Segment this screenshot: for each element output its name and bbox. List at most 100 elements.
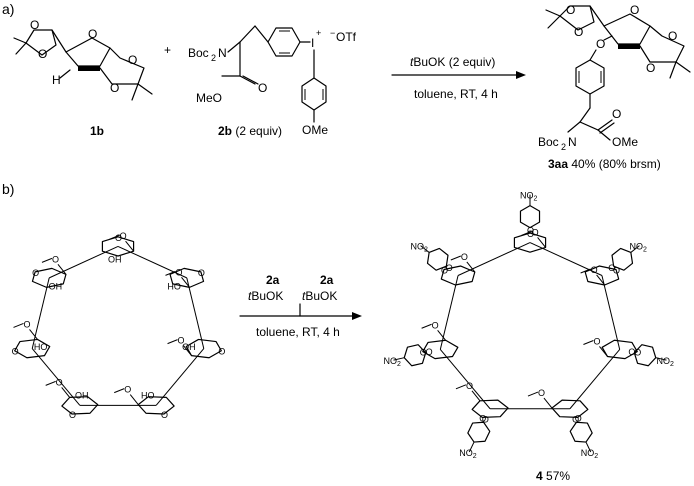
aryl-ether-oxygen: O bbox=[608, 263, 615, 273]
c-n-bond bbox=[393, 357, 405, 361]
nitro-group: NO2 bbox=[520, 191, 538, 203]
glycosidic-link bbox=[155, 348, 205, 406]
arrow-b-reagent2-compound: 2a bbox=[320, 273, 334, 287]
panel-b-label: b) bbox=[2, 181, 14, 197]
nitrophenyl-ring bbox=[569, 421, 593, 443]
glycosidic-link bbox=[31, 348, 81, 406]
svg-text:Boc: Boc bbox=[538, 135, 559, 149]
svg-text:O: O bbox=[574, 25, 583, 39]
ring-oxygen: O bbox=[420, 348, 427, 358]
glucose-ring bbox=[513, 232, 547, 253]
nitrophenyl-ring bbox=[633, 344, 657, 367]
methyl-bond bbox=[521, 230, 532, 236]
methyl-bond bbox=[114, 388, 125, 394]
aryl-ether-oxygen: O bbox=[426, 347, 433, 357]
nitrophenyl-ring bbox=[403, 344, 427, 367]
glucose-ring bbox=[169, 267, 205, 288]
reactant-2b-structure: Boc 2 N O MeO I + − OTf OMe bbox=[188, 25, 357, 137]
glucose-ring bbox=[61, 396, 99, 415]
glycosidic-link bbox=[457, 242, 531, 276]
svg-text:O: O bbox=[566, 3, 575, 17]
methyl-bond bbox=[165, 270, 176, 276]
ring-oxygen: O bbox=[634, 348, 641, 358]
svg-text:I: I bbox=[311, 36, 314, 50]
arrow-b-reagent1-compound: 2a bbox=[266, 273, 280, 287]
plus-sign: + bbox=[164, 43, 171, 57]
ring-oxygen: O bbox=[32, 268, 39, 278]
nitrophenyl-ring bbox=[426, 247, 449, 271]
compound-4-label: 4 57% bbox=[536, 469, 570, 483]
methoxy-oxygen: O bbox=[532, 227, 539, 237]
nitro-group: NO2 bbox=[384, 356, 402, 368]
glycosidic-link bbox=[439, 275, 459, 350]
nitrophenyl-ring bbox=[611, 247, 634, 271]
methoxy-oxygen: O bbox=[52, 254, 59, 264]
ring-oxygen: O bbox=[161, 410, 168, 420]
glucose-ring bbox=[440, 265, 476, 286]
nitrophenyl-ring bbox=[519, 205, 541, 229]
c-n-bond bbox=[420, 245, 430, 253]
glucose-ring bbox=[14, 338, 51, 359]
methoxy-oxygen: O bbox=[432, 320, 439, 330]
glucose-ring bbox=[101, 236, 135, 257]
nitro-group: NO2 bbox=[581, 448, 599, 460]
methoxy-oxygen: O bbox=[175, 267, 182, 277]
ch2ome-bond bbox=[543, 397, 553, 409]
svg-text:−: − bbox=[330, 28, 335, 38]
ch2ome-bond bbox=[125, 240, 134, 252]
hydroxyl-group: OH bbox=[108, 254, 122, 264]
arrow-b-conditions: toluene, RT, 4 h bbox=[256, 325, 340, 339]
ring-oxygen: O bbox=[198, 268, 205, 278]
nitro-group: NO2 bbox=[656, 356, 674, 368]
ring-oxygen: O bbox=[613, 266, 620, 276]
aryl-ether-oxygen: O bbox=[446, 263, 453, 273]
hydroxyl-group: OH bbox=[49, 281, 63, 291]
glucose-ring bbox=[551, 399, 589, 418]
c-n-bond bbox=[630, 245, 640, 253]
glucose-ring bbox=[471, 399, 509, 418]
aryl-ether-oxygen: O bbox=[572, 415, 579, 425]
aryl-ether-oxygen: O bbox=[628, 347, 635, 357]
ring-oxygen: O bbox=[218, 347, 225, 357]
methyl-bond bbox=[13, 322, 24, 328]
methoxy-oxygen: O bbox=[178, 336, 185, 346]
c-n-bond bbox=[655, 357, 667, 361]
svg-text:O: O bbox=[646, 61, 655, 75]
glucose-ring bbox=[601, 339, 638, 360]
methoxy-oxygen: O bbox=[56, 377, 63, 387]
methyl-bond bbox=[167, 339, 178, 345]
ch2ome-bond bbox=[599, 346, 608, 357]
glucose-ring bbox=[31, 267, 67, 288]
c-n-bond bbox=[468, 441, 475, 453]
methyl-bond bbox=[421, 323, 432, 329]
glycosidic-link bbox=[186, 277, 205, 349]
ring-oxygen: O bbox=[12, 347, 19, 357]
reactant-1b-structure: O O O H O O bbox=[13, 18, 153, 101]
ch2ome-bond bbox=[183, 345, 192, 356]
methyl-bond bbox=[455, 384, 467, 390]
ch2ome-bond bbox=[471, 390, 481, 402]
methyl-bond bbox=[41, 257, 53, 263]
ring-oxygen: O bbox=[69, 410, 76, 420]
hydroxyl-group: OH bbox=[182, 342, 196, 352]
methoxy-oxygen: O bbox=[24, 319, 31, 329]
svg-text:Boc: Boc bbox=[188, 46, 209, 60]
methoxy-oxygen: O bbox=[466, 381, 473, 391]
methyl-bond bbox=[583, 340, 594, 345]
ring-oxygen: O bbox=[575, 413, 582, 423]
nitro-group: NO2 bbox=[459, 448, 477, 460]
methyl-bond bbox=[109, 234, 120, 240]
glucose-ring bbox=[137, 396, 175, 415]
glucose-ring bbox=[584, 265, 620, 286]
arrow-b-reagent1-base: tBuOK bbox=[248, 289, 283, 303]
hydroxyl-group: HO bbox=[167, 281, 181, 291]
ch2ome-bond bbox=[537, 237, 546, 248]
svg-text:O: O bbox=[630, 3, 639, 17]
reaction-arrow-b bbox=[239, 303, 362, 320]
methoxy-oxygen: O bbox=[538, 388, 545, 398]
compound-2b-label: 2b (2 equiv) bbox=[218, 124, 282, 138]
compound-1b-label: 1b bbox=[90, 124, 104, 138]
ch2ome-bond bbox=[129, 394, 139, 405]
svg-text:O: O bbox=[110, 81, 119, 95]
